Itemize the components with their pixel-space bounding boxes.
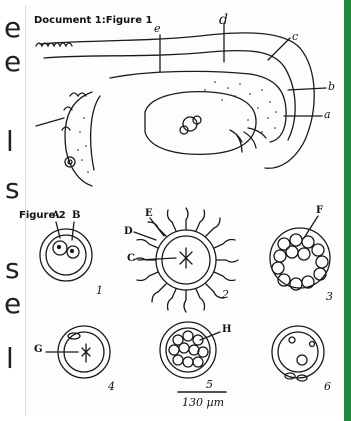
- letter-H: H: [222, 324, 231, 335]
- cell-6-inner: [278, 332, 318, 372]
- figure-1-title: Document 1:Figure 1: [34, 15, 152, 26]
- region-b-stipple: [204, 81, 277, 133]
- letter-C: C: [127, 253, 135, 264]
- tube-outer-line: [40, 33, 314, 168]
- number-1: 1: [96, 284, 103, 297]
- letter-D: D: [124, 226, 133, 237]
- label-e: e: [154, 22, 161, 35]
- number-3: 3: [326, 290, 333, 303]
- cell-6-outer: [272, 326, 324, 378]
- cell-6-body: [289, 337, 295, 343]
- cell-4-spindle: [82, 344, 90, 362]
- leader-c: [268, 38, 290, 60]
- label-b: b: [328, 80, 335, 93]
- scale-bar-label: 130 µm: [182, 396, 224, 409]
- cell-1-outer: [40, 229, 92, 281]
- leader-B: [72, 222, 74, 240]
- leader-E: [150, 218, 164, 236]
- cell-1-dot: [71, 250, 74, 253]
- cell-1-inner: [46, 235, 86, 275]
- letter-B: B: [72, 210, 80, 221]
- letter-E: E: [145, 208, 153, 219]
- cell-2-spindle: [180, 248, 192, 268]
- number-6: 6: [324, 380, 331, 393]
- leader-F: [304, 216, 318, 238]
- label-d: d: [219, 12, 228, 28]
- ovary-stipple: [77, 117, 89, 173]
- label-c: c: [292, 30, 298, 43]
- cell-5-cells: [169, 331, 208, 367]
- label-a: a: [324, 108, 331, 121]
- ovary-inner: [91, 96, 100, 170]
- pointer-line: [36, 118, 64, 126]
- cell-3-cells: [272, 234, 328, 290]
- number-5: 5: [206, 378, 213, 391]
- cell-4-polar-body: [68, 333, 80, 339]
- leader-D: [134, 232, 156, 240]
- cell-6-body: [310, 342, 315, 347]
- cell-1-dot: [58, 246, 61, 249]
- cell-6-nucleus: [297, 355, 307, 365]
- region-b-outline: [110, 71, 286, 142]
- number-2: 2: [222, 288, 229, 301]
- letter-G: G: [34, 344, 43, 355]
- letter-A: A: [52, 210, 60, 221]
- letter-F: F: [316, 205, 323, 216]
- number-4: 4: [108, 380, 115, 393]
